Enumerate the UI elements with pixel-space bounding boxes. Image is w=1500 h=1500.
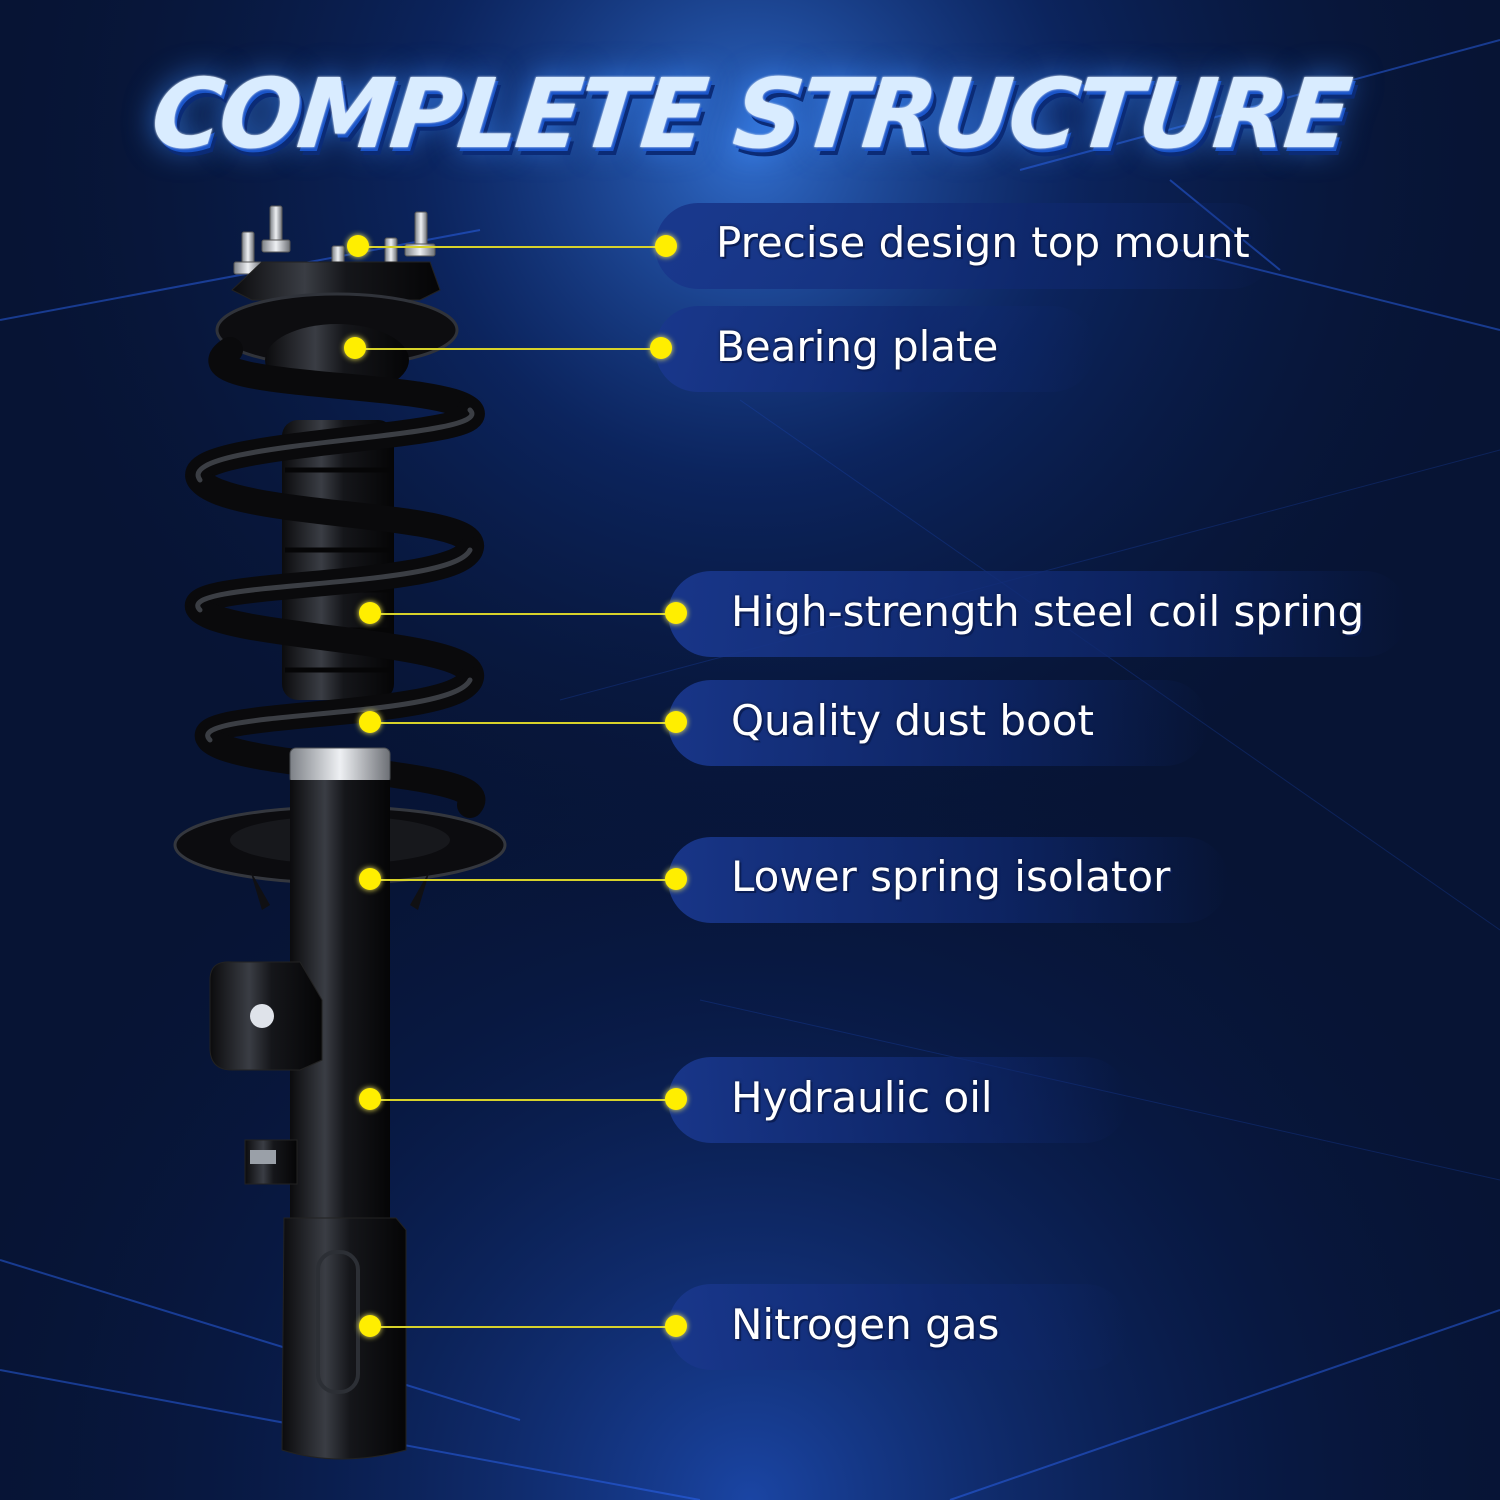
part-label: Lower spring isolator xyxy=(731,852,1171,901)
label-pill xyxy=(668,571,1408,657)
marker-dot xyxy=(359,602,381,624)
part-label: Quality dust boot xyxy=(731,696,1094,745)
marker-dot xyxy=(359,711,381,733)
label-pill xyxy=(655,306,1095,392)
marker-dot xyxy=(359,1315,381,1337)
lower-tube xyxy=(281,1217,407,1460)
dust-boot xyxy=(282,420,394,700)
label-pill xyxy=(668,837,1228,923)
part-label: Hydraulic oil xyxy=(731,1073,993,1122)
part-label: Precise design top mount xyxy=(716,218,1250,267)
marker-dot xyxy=(650,337,672,359)
leader-line xyxy=(370,722,676,724)
leader-line xyxy=(370,613,676,615)
label-pill xyxy=(668,1284,1128,1370)
leader-line xyxy=(370,1099,676,1101)
marker-dot xyxy=(347,235,369,257)
marker-dot xyxy=(344,337,366,359)
leader-line xyxy=(358,246,666,248)
top-plate xyxy=(231,261,441,301)
marker-dot xyxy=(665,711,687,733)
label-pill xyxy=(668,680,1208,766)
marker-dot xyxy=(665,868,687,890)
part-label: High-strength steel coil spring xyxy=(731,587,1365,636)
marker-dot xyxy=(359,868,381,890)
marker-dot xyxy=(655,235,677,257)
label-pill xyxy=(668,1057,1128,1143)
leader-line xyxy=(370,1326,676,1328)
marker-dot xyxy=(359,1088,381,1110)
marker-dot xyxy=(665,1315,687,1337)
leader-line xyxy=(370,879,676,881)
part-label: Nitrogen gas xyxy=(731,1300,1000,1349)
collar xyxy=(289,747,391,785)
label-pill xyxy=(655,203,1275,289)
marker-dot xyxy=(665,1088,687,1110)
coil-spring xyxy=(184,337,486,818)
marker-dot xyxy=(665,602,687,624)
leader-line xyxy=(355,348,661,350)
part-label: Bearing plate xyxy=(716,322,999,371)
